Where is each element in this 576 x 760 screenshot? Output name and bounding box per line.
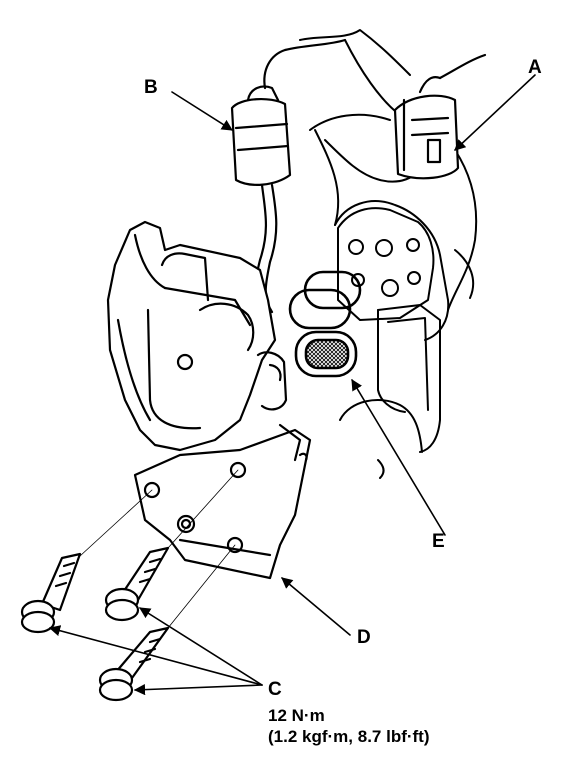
connector-b [230,38,347,314]
label-d: D [357,627,371,648]
leader-lines [48,74,536,696]
solenoid-body [106,220,288,452]
torque-secondary: (1.2 kgf·m, 8.7 lbf·ft) [268,727,430,747]
filter-gasket-e [288,270,362,378]
connector-a [393,53,487,180]
torque-primary: 12 N·m [268,706,325,725]
label-b: B [144,77,158,98]
label-c: C [268,679,282,700]
housing-outline [299,29,478,479]
alignment-lines [79,469,239,629]
bracket-d [133,423,312,580]
bolt-c-left [20,552,82,634]
label-e: E [432,531,445,552]
label-a: A [528,57,542,78]
torque-spec: 12 N·m (1.2 kgf·m, 8.7 lbf·ft) [268,705,430,748]
bolt-c-middle [104,546,170,622]
mounting-plate [337,207,435,321]
